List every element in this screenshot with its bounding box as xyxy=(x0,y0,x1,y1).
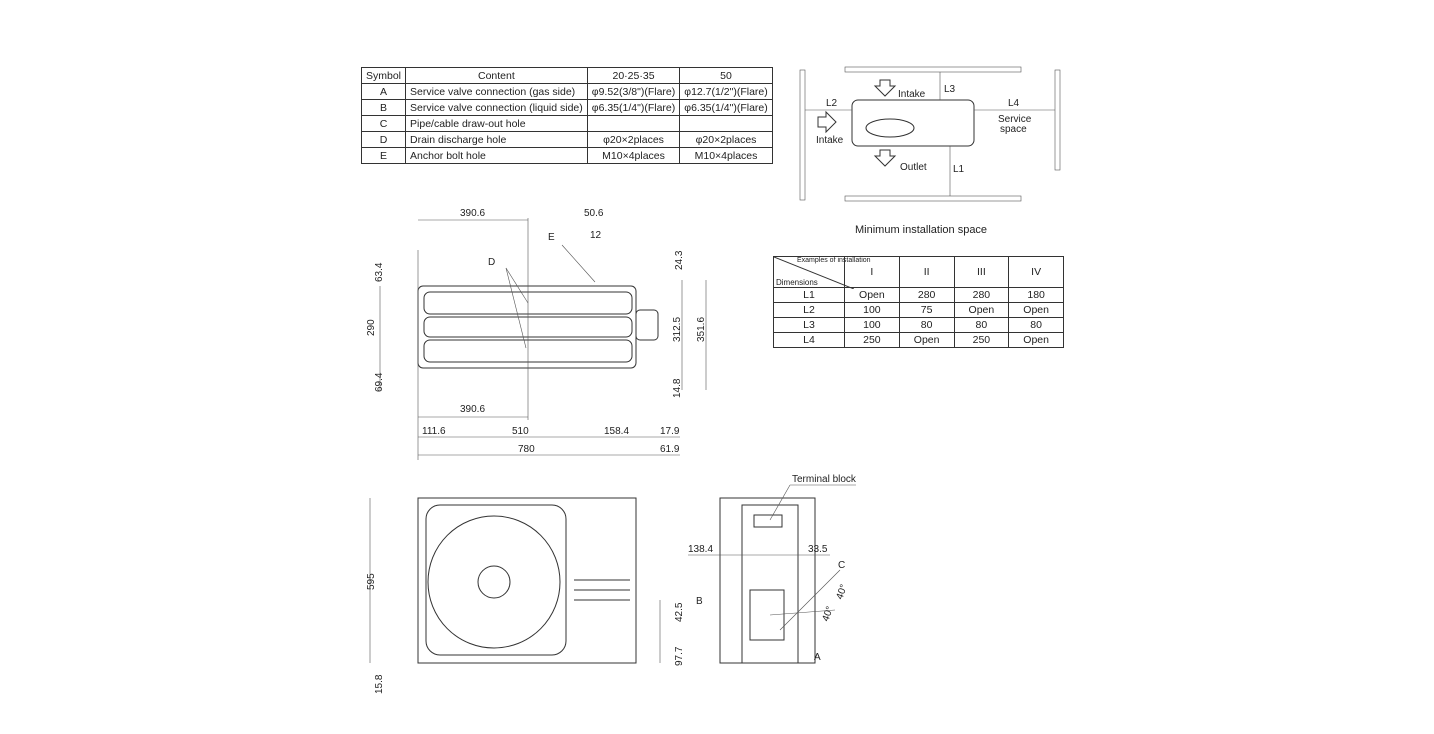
dimension: 138.4 xyxy=(688,544,713,555)
terminal-block xyxy=(753,514,783,528)
label-d: D xyxy=(488,257,495,268)
wall-right xyxy=(1054,69,1061,171)
label-c: C xyxy=(838,560,845,571)
arrow-down-icon xyxy=(873,149,897,167)
table-cell: M10×4places xyxy=(679,147,773,164)
dimension: 390.6 xyxy=(460,208,485,219)
arrow-down-icon xyxy=(873,79,897,97)
outlet-label: Outlet xyxy=(900,162,927,173)
table-cell: 280 xyxy=(898,287,955,303)
dimension: 50.6 xyxy=(584,208,604,219)
l4-label: L4 xyxy=(1008,98,1020,109)
min-space-table: Examples of installation Dimensions I II… xyxy=(773,256,1064,348)
dimension: 15.8 xyxy=(374,674,385,694)
angle-label: 40° xyxy=(834,583,850,601)
dimension: 111.6 xyxy=(422,426,446,437)
terminal-block-label: Terminal block xyxy=(792,474,857,485)
floor xyxy=(844,195,1022,202)
front-view: 595 15.8 42.5 97.7 xyxy=(366,497,685,694)
dimension: 12 xyxy=(590,230,602,241)
dimension: 312.5 xyxy=(672,317,683,342)
dimension: 17.9 xyxy=(660,426,680,437)
dimension: 63.4 xyxy=(374,262,385,282)
column-header: II xyxy=(898,256,955,288)
table-cell: φ6.35(1/4")(Flare) xyxy=(586,99,681,116)
wall-left xyxy=(799,69,806,201)
side-view: Terminal block 138.4 33.5 C B A 40° 40° xyxy=(688,474,857,664)
dimension: 158.4 xyxy=(604,426,629,437)
l3-label: L3 xyxy=(944,84,956,95)
table-cell: φ20×2places xyxy=(679,131,773,148)
label-b: B xyxy=(696,596,703,607)
fan-icon xyxy=(865,118,915,138)
dimension: 14.8 xyxy=(672,378,683,398)
table-cell: L4 xyxy=(773,332,845,348)
table-cell: E xyxy=(360,147,407,164)
dimension: 42.5 xyxy=(674,602,685,622)
table-cell: Open xyxy=(1008,332,1064,348)
min-space-title: Minimum installation space xyxy=(855,224,988,236)
arrow-right-icon xyxy=(817,110,837,134)
top-view: D E 390.6 50.6 12 24.3 63.4 290 69.4 312… xyxy=(366,208,707,460)
dimension: 780 xyxy=(518,444,535,455)
table-cell: Open xyxy=(898,332,955,348)
dimension: 33.5 xyxy=(808,544,828,555)
valve-panel xyxy=(749,589,785,641)
installation-diagram: Intake Intake Outlet L3 L2 L4 Service sp… xyxy=(799,66,1061,202)
table-cell: φ12.7(1/2")(Flare) xyxy=(679,83,773,100)
corner-cell: Examples of installation Dimensions xyxy=(773,256,871,289)
unit-top-outline xyxy=(417,285,637,369)
unit-side-outline xyxy=(719,497,816,664)
table-cell: 250 xyxy=(844,332,900,348)
dimension: 351.6 xyxy=(696,317,707,342)
dimension: 69.4 xyxy=(374,372,385,392)
valve-block xyxy=(635,309,659,341)
dimension: 510 xyxy=(512,426,529,437)
unit-outline xyxy=(851,99,975,147)
wall-top xyxy=(844,66,1022,73)
unit-front-outline xyxy=(417,497,637,664)
corner-top-label: Examples of installation xyxy=(797,257,871,264)
fan-grille-icon xyxy=(427,515,561,649)
table-cell: Anchor bolt hole xyxy=(405,147,588,164)
dimension: 97.7 xyxy=(674,646,685,666)
table-cell: Open xyxy=(1008,302,1064,318)
space-label: space xyxy=(1000,124,1027,135)
table-cell: M10×4places xyxy=(586,147,681,164)
label-a: A xyxy=(814,652,821,663)
dimension: 390.6 xyxy=(460,404,485,415)
corner-bottom-label: Dimensions xyxy=(776,278,818,287)
dimension: 290 xyxy=(366,319,377,336)
intake-left-label: Intake xyxy=(816,135,844,146)
angle-label: 40° xyxy=(820,605,836,623)
intake-top-label: Intake xyxy=(898,89,926,100)
table-cell: 250 xyxy=(953,332,1010,348)
l2-label: L2 xyxy=(826,98,838,109)
dimension: 61.9 xyxy=(660,444,680,455)
dimension: 24.3 xyxy=(674,250,685,270)
label-e: E xyxy=(548,232,555,243)
table-cell: Open xyxy=(844,287,900,303)
dimension: 595 xyxy=(366,573,377,590)
service-label: Service xyxy=(998,114,1032,125)
l1-label: L1 xyxy=(953,164,965,175)
